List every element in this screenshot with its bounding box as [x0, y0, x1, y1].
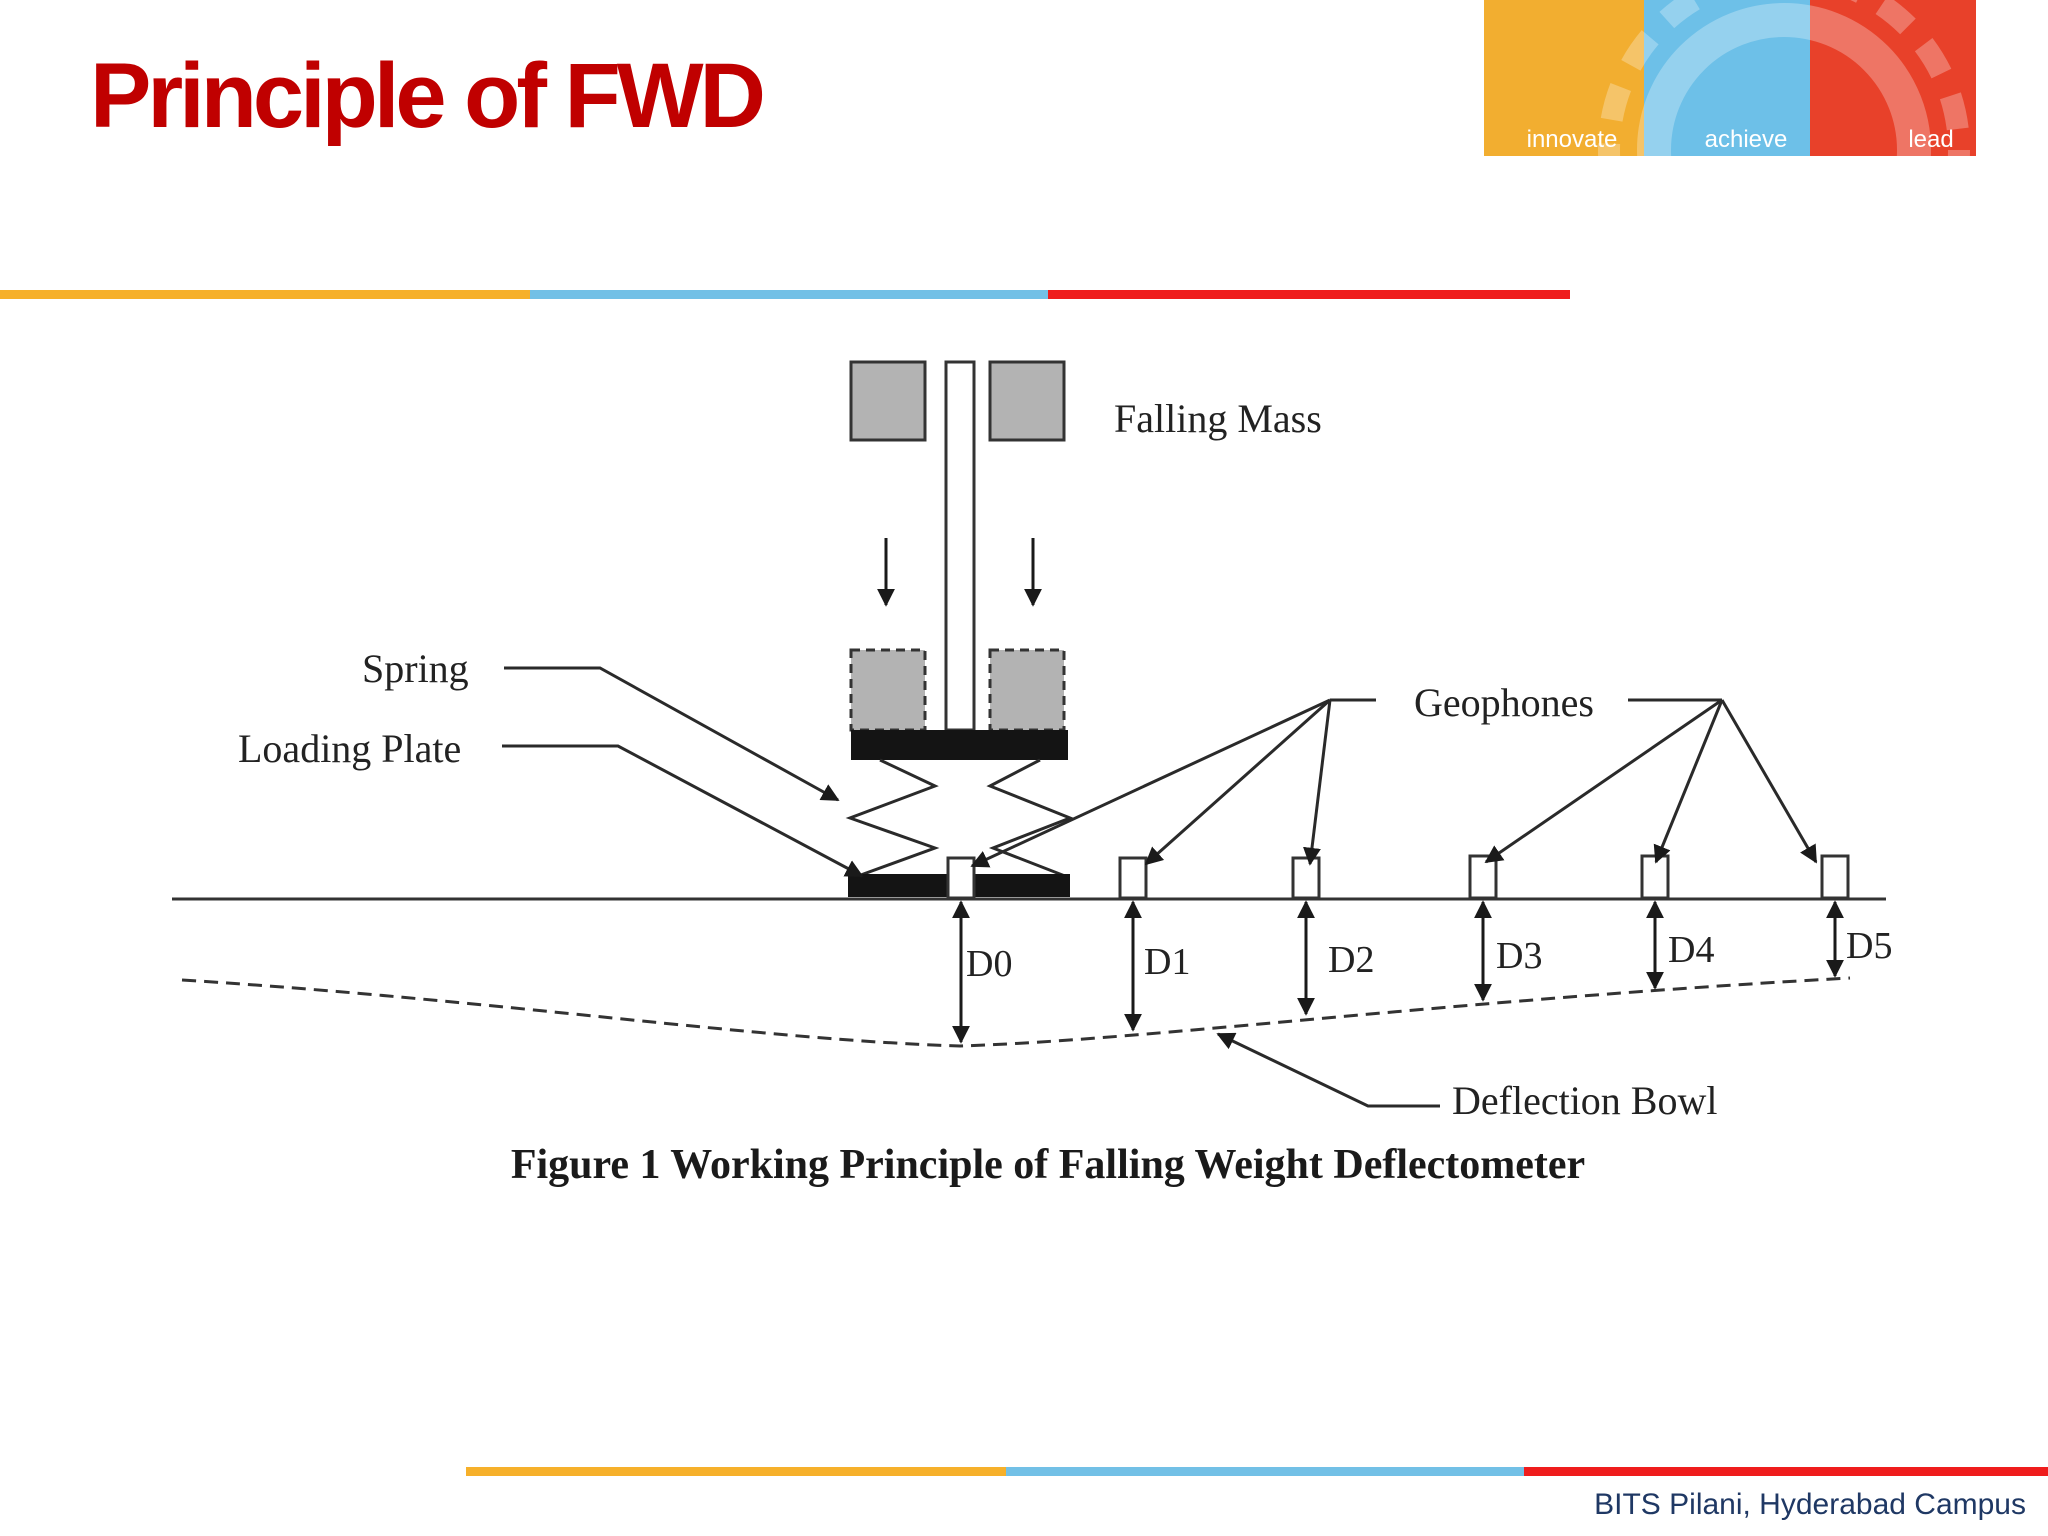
- label-d3: D3: [1496, 935, 1542, 977]
- logo-word-achieve: achieve: [1705, 126, 1788, 153]
- leader-lines: [502, 666, 1818, 1108]
- label-deflection-bowl: Deflection Bowl: [1452, 1078, 1718, 1123]
- label-falling-mass: Falling Mass: [1114, 396, 1322, 441]
- label-d2: D2: [1328, 939, 1374, 981]
- logo-word-lead: lead: [1908, 126, 1953, 153]
- drop-arrow-icon: [877, 538, 1042, 607]
- deflection-bowl-curve: [181, 976, 1851, 1048]
- fwd-diagram: Falling Mass Spring Loading Plate Geopho…: [0, 300, 2048, 1300]
- figure-caption: Figure 1 Working Principle of Falling We…: [511, 1142, 1585, 1188]
- slide-title: Principle of FWD: [90, 45, 766, 147]
- bottom-divider: [466, 1467, 2048, 1476]
- label-d4: D4: [1668, 929, 1714, 971]
- label-spring: Spring: [362, 646, 469, 691]
- logo-word-innovate: innovate: [1527, 126, 1618, 153]
- brand-logo: innovate achieve lead: [1484, 0, 1976, 156]
- logo-blue-block: [1644, 0, 1810, 156]
- spring-top-plate: [851, 730, 1068, 760]
- guide-shaft: [944, 360, 976, 732]
- label-d0: D0: [966, 943, 1012, 985]
- spring-icon: [845, 758, 1075, 878]
- geophone-icon: [946, 854, 1850, 900]
- label-d5: D5: [1846, 925, 1892, 967]
- label-d1: D1: [1144, 941, 1190, 983]
- deflection-arrows: [952, 900, 1844, 1044]
- footer-campus: BITS Pilani, Hyderabad Campus: [1594, 1488, 2026, 1521]
- logo-red-block: [1810, 0, 1976, 156]
- top-divider: [0, 290, 1570, 299]
- label-geophones: Geophones: [1414, 680, 1594, 725]
- label-loading-plate: Loading Plate: [238, 726, 461, 771]
- falling-mass: [849, 360, 1066, 442]
- logo-orange-block: [1484, 0, 1644, 156]
- gear-icon: [1598, 0, 1970, 156]
- falling-mass-impact: [849, 648, 1066, 732]
